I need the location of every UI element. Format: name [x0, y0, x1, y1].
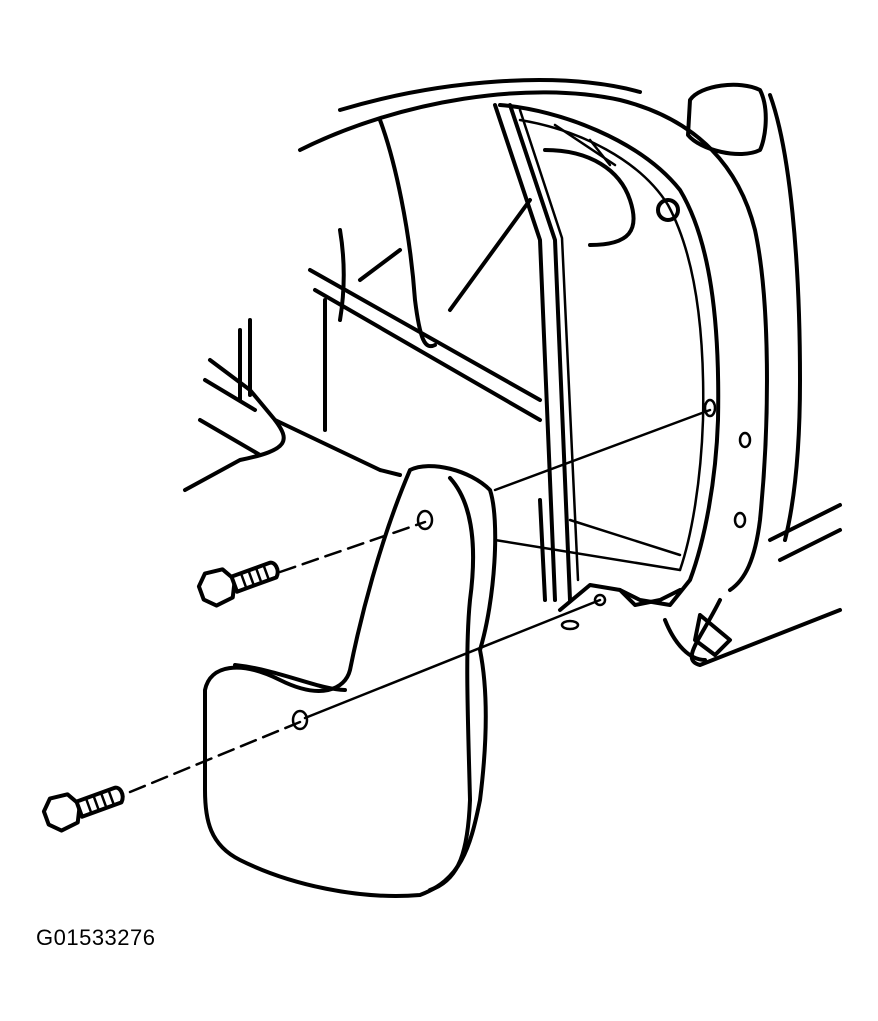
bolt-icon [196, 560, 280, 608]
mud-flap [203, 464, 498, 898]
wheel-well [183, 78, 842, 667]
bolt-icon [41, 785, 125, 833]
alignment-lines [128, 408, 712, 794]
figure-id-label: G01533276 [36, 925, 156, 950]
